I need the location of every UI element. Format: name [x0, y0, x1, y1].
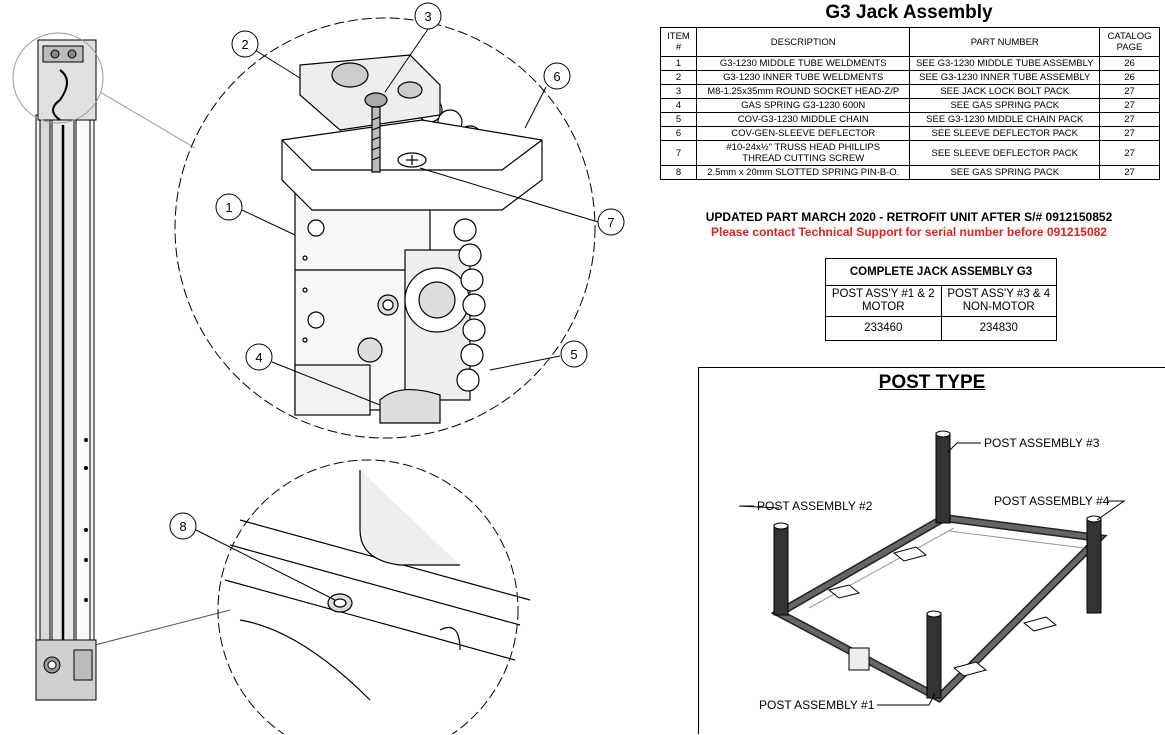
item-cell: 1	[660, 56, 697, 71]
description-cell: GAS SPRING G3-1230 600N	[695, 98, 911, 113]
item-balloons	[195, 28, 599, 601]
post-4	[1086, 517, 1102, 614]
part-number-cell: SEE G3-1230 MIDDLE CHAIN PACK	[909, 112, 1101, 127]
part-number-cell: SEE JACK LOCK BOLT PACK	[909, 84, 1101, 99]
balloon-1: 1	[215, 193, 243, 221]
description-cell: #10-24x½" TRUSS HEAD PHILLIPS THREAD CUT…	[695, 140, 911, 166]
post-assembly-4-label: POST ASSEMBLY #4	[994, 494, 1110, 508]
assembly-table-title: COMPLETE JACK ASSEMBLY G3	[825, 258, 1057, 286]
balloon-3: 3	[414, 2, 442, 30]
item-cell: 6	[660, 126, 697, 141]
table-row: 7#10-24x½" TRUSS HEAD PHILLIPS THREAD CU…	[660, 140, 1160, 166]
item-cell: 5	[660, 112, 697, 127]
update-notice: UPDATED PART MARCH 2020 - RETROFIT UNIT …	[660, 210, 1158, 240]
header-part-number: PART NUMBER	[909, 27, 1101, 57]
page-cell: 27	[1099, 140, 1160, 166]
header-item: ITEM #	[660, 27, 697, 57]
header-description: DESCRIPTION	[695, 27, 911, 57]
parts-table-header: ITEM # DESCRIPTION PART NUMBER CATALOG P…	[660, 27, 1160, 57]
part-number-cell: SEE SLEEVE DEFLECTOR PACK	[909, 140, 1101, 166]
item-cell: 2	[660, 70, 697, 85]
svg-text:1: 1	[225, 200, 232, 215]
post-2	[773, 524, 789, 616]
svg-text:7: 7	[607, 215, 614, 230]
description-cell: G3-1230 INNER TUBE WELDMENTS	[695, 70, 911, 85]
description-cell: COV-GEN-SLEEVE DEFLECTOR	[695, 126, 911, 141]
post-assembly-1-label: POST ASSEMBLY #1	[759, 698, 875, 712]
post-type-title: POST TYPE	[878, 372, 986, 393]
post-assembly-3-label: POST ASSEMBLY #3	[984, 436, 1100, 450]
page-cell: 27	[1099, 165, 1160, 180]
post-1	[926, 612, 942, 699]
item-cell: 8	[660, 165, 697, 180]
balloon-2: 2	[231, 30, 259, 58]
page-cell: 27	[1099, 126, 1160, 141]
header-catalog-page: CATALOG PAGE	[1099, 27, 1160, 57]
balloon-4: 4	[245, 343, 273, 371]
lift-frame-drawing	[738, 430, 1126, 706]
page-title: G3 Jack Assembly	[825, 2, 993, 23]
jack-mechanism-detail	[281, 54, 543, 424]
complete-assembly-table: COMPLETE JACK ASSEMBLY G3 POST ASS'Y #1 …	[825, 258, 1057, 341]
svg-text:5: 5	[570, 347, 577, 362]
part-number-cell: SEE GAS SPRING PACK	[909, 98, 1101, 113]
post-assembly-2-label: POST ASSEMBLY #2	[757, 499, 873, 513]
item-cell: 7	[660, 140, 697, 166]
exploded-view-drawing: 1 2 3 4 5 6 7 8	[12, 2, 625, 734]
main-detail-view-circle	[174, 17, 596, 439]
part-number-cell: SEE G3-1230 MIDDLE TUBE ASSEMBLY	[909, 56, 1101, 71]
description-cell: 2.5mm x 20mm SLOTTED SPRING PIN-B-O.	[695, 165, 911, 180]
page-cell: 26	[1099, 70, 1160, 85]
balloon-6: 6	[543, 62, 571, 90]
page-cell: 27	[1099, 98, 1160, 113]
update-notice-line: UPDATED PART MARCH 2020 - RETROFIT UNIT …	[705, 210, 1113, 224]
item-cell: 3	[660, 84, 697, 99]
description-cell: G3-1230 MIDDLE TUBE WELDMENTS	[695, 56, 911, 71]
parts-table: ITEM # DESCRIPTION PART NUMBER CATALOG P…	[660, 27, 1160, 180]
post-type-panel: POST TYPE	[698, 367, 1165, 734]
detail-callout-circle	[12, 32, 104, 124]
jack-post-drawing	[35, 39, 97, 701]
page-cell: 26	[1099, 56, 1160, 71]
svg-text:8: 8	[179, 519, 186, 534]
page-cell: 27	[1099, 112, 1160, 127]
part-number-cell: SEE SLEEVE DEFLECTOR PACK	[909, 126, 1101, 141]
detail-leader-line	[99, 91, 196, 149]
support-notice-line: Please contact Technical Support for ser…	[711, 225, 1107, 239]
description-cell: COV-G3-1230 MIDDLE CHAIN	[695, 112, 911, 127]
part-number-cell: SEE GAS SPRING PACK	[909, 165, 1101, 180]
svg-text:3: 3	[424, 9, 431, 24]
post-3	[935, 432, 951, 524]
balloon-8: 8	[169, 512, 197, 540]
item-cell: 4	[660, 98, 697, 113]
posts	[773, 430, 1102, 699]
assembly-col2-value: 234830	[940, 316, 1057, 341]
balloon-7: 7	[597, 208, 625, 236]
assembly-col1-value: 233460	[825, 316, 942, 341]
svg-text:2: 2	[241, 37, 248, 52]
svg-text:6: 6	[553, 69, 560, 84]
pin-detail	[224, 470, 531, 701]
pin-detail-view-circle	[217, 459, 519, 734]
part-number-cell: SEE G3-1230 INNER TUBE ASSEMBLY	[909, 70, 1101, 85]
description-cell: M8-1.25x35mm ROUND SOCKET HEAD-Z/P	[695, 84, 911, 99]
svg-text:4: 4	[255, 350, 262, 365]
balloon-5: 5	[560, 340, 588, 368]
page-cell: 27	[1099, 84, 1160, 99]
